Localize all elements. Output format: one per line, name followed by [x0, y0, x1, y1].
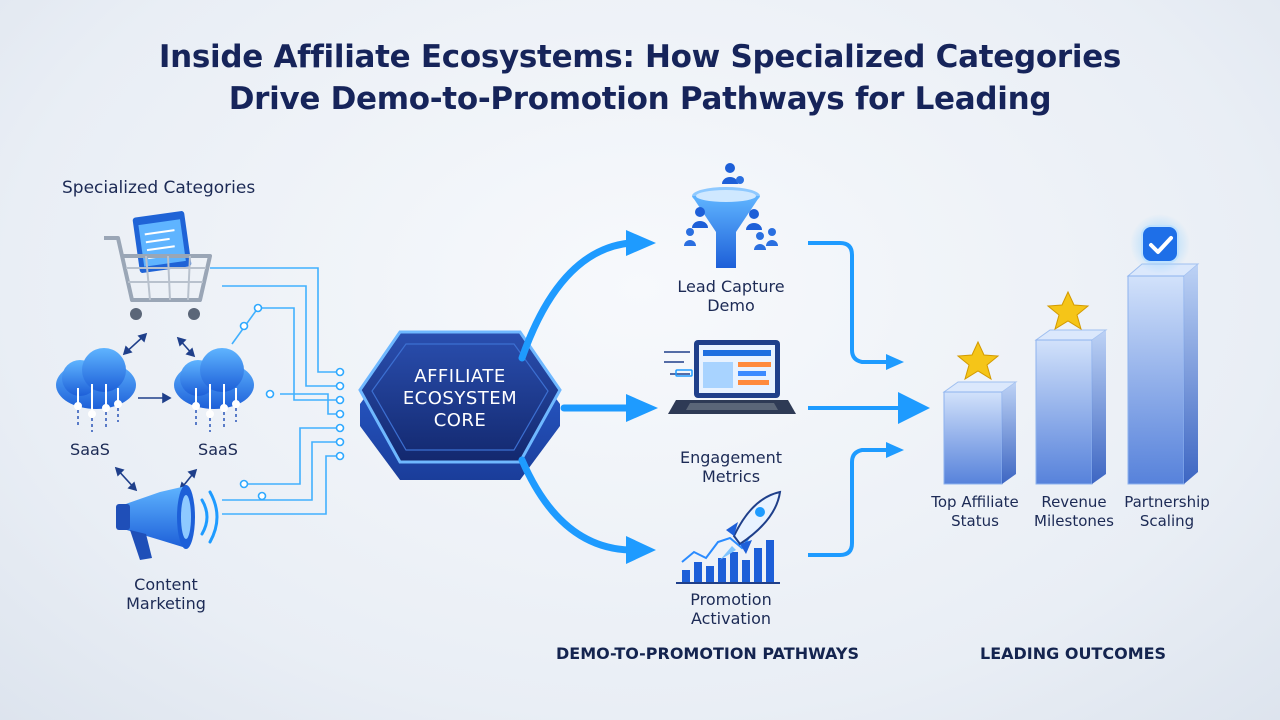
- category-link-arrows: [114, 332, 198, 492]
- megaphone-icon: [116, 485, 219, 560]
- saas-cloud-icon-2: [174, 348, 254, 432]
- title-line-2: Drive Demo-to-Promotion Pathways for Lea…: [228, 81, 1052, 117]
- page-title: Inside Affiliate Ecosystems: How Special…: [0, 36, 1280, 120]
- outcome-bar-2: [1034, 329, 1108, 485]
- laptop-analytics-icon: [664, 340, 796, 414]
- promotion-activation-label: Promotion Activation: [690, 590, 772, 628]
- circuit-nodes: [239, 303, 345, 501]
- content-marketing-label: Content Marketing: [126, 575, 206, 613]
- saas-label-1: SaaS: [70, 440, 110, 459]
- outcomes-section-label: LEADING OUTCOMES: [980, 644, 1167, 663]
- outcome-bar-1: [942, 381, 1018, 485]
- saas-cloud-icon-1: [56, 348, 136, 432]
- partnership-scaling-label: Partnership Scaling: [1124, 493, 1210, 530]
- categories-heading: Specialized Categories: [62, 178, 256, 198]
- star-icon-1: [956, 340, 1000, 381]
- pathway-arrows: [518, 239, 634, 554]
- rocket-chart-icon: [676, 490, 782, 584]
- checkmark-badge-icon: [1130, 214, 1190, 274]
- funnel-icon: [684, 163, 778, 268]
- ecosystem-core-hexagon: [358, 330, 562, 480]
- lead-capture-label: Lead Capture Demo: [677, 277, 785, 315]
- core-label: AFFILIATE ECOSYSTEM CORE: [402, 366, 518, 431]
- top-affiliate-label: Top Affiliate Status: [931, 493, 1019, 530]
- pathways-section-label: DEMO-TO-PROMOTION PATHWAYS: [556, 644, 859, 663]
- outcome-arrows: [808, 241, 900, 557]
- outcome-bar-3: [1126, 263, 1200, 485]
- circuit-lines: [210, 267, 340, 515]
- saas-label-2: SaaS: [198, 440, 238, 459]
- shopping-cart-icon: [104, 211, 212, 320]
- pathway-arrowheads: [626, 230, 658, 564]
- star-icon-2: [1046, 290, 1090, 331]
- title-line-1: Inside Affiliate Ecosystems: How Special…: [158, 39, 1122, 75]
- revenue-milestones-label: Revenue Milestones: [1034, 493, 1114, 530]
- outcome-arrowheads: [886, 354, 930, 458]
- engagement-metrics-label: Engagement Metrics: [679, 448, 783, 486]
